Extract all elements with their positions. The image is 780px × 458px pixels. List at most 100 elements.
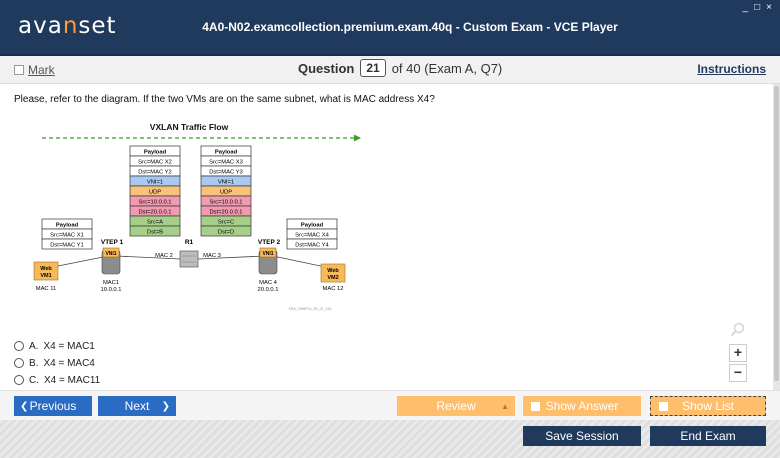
review-label: Review xyxy=(436,399,476,413)
stack2-row: Dst=MAC Y3 xyxy=(209,170,243,176)
vtep2-icon: VNI1 xyxy=(258,247,278,275)
previous-button[interactable]: ❮ Previous xyxy=(14,396,92,416)
question-number-input[interactable]: 21 xyxy=(360,59,386,77)
left-frame: Payload Src=MAC X1 Dst=MAC Y1 xyxy=(41,218,93,250)
stack2-row: Payload xyxy=(215,150,238,156)
stack2-row: Src=C xyxy=(218,220,234,226)
right-frame-row: Payload xyxy=(301,223,324,229)
link-line xyxy=(115,255,181,260)
radio-icon[interactable] xyxy=(14,341,24,351)
packet-stack-2: Payload Src=MAC X3 Dst=MAC Y3 VNI=1 UDP … xyxy=(200,145,252,237)
vtep2-label: VTEP 2 xyxy=(258,239,281,246)
answer-letter: C. xyxy=(29,374,39,386)
answer-text: X4 = MAC1 xyxy=(43,340,95,352)
vm2-label-a: Web xyxy=(327,268,339,274)
caret-up-icon: ▲ xyxy=(501,401,509,411)
stack2-row: UDP xyxy=(220,190,232,196)
left-frame-row: Src=MAC X1 xyxy=(50,233,84,239)
mac4-label: MAC 4 xyxy=(259,280,277,286)
stack1-row: Dst=20.0.0.1 xyxy=(138,210,171,216)
mac11-label: MAC 11 xyxy=(36,286,57,292)
stack2-row: Src=10.0.0.1 xyxy=(209,200,242,206)
scrollbar-thumb[interactable] xyxy=(774,86,779,381)
vm1-label-b: VM1 xyxy=(40,273,51,279)
answer-text: X4 = MAC4 xyxy=(43,357,95,369)
right-frame: Payload Src=MAC X4 Dst=MAC Y4 xyxy=(286,218,338,250)
link-line xyxy=(57,255,109,267)
show-answer-button[interactable]: Show Answer xyxy=(523,396,641,416)
answer-letter: A. xyxy=(29,340,39,352)
end-exam-button[interactable]: End Exam xyxy=(650,426,766,446)
stack1-row: Dst=MAC Y2 xyxy=(138,170,172,176)
left-frame-row: Dst=MAC Y1 xyxy=(50,243,84,249)
web-vm1-icon: Web VM1 xyxy=(33,261,59,281)
show-list-label: Show List xyxy=(681,399,735,413)
next-label: Next xyxy=(124,399,150,413)
stack1-row: Src=10.0.0.1 xyxy=(138,200,171,206)
magnifier-icon xyxy=(730,322,745,337)
avanset-logo: avanset xyxy=(18,13,117,39)
mac12-label: MAC 12 xyxy=(323,286,344,292)
answer-letter: B. xyxy=(29,357,39,369)
diagram-footnote: SRA_VNMP10_B3_01_016 xyxy=(288,307,331,311)
stack1-row: VNI=1 xyxy=(147,180,163,186)
minimize-icon[interactable]: _ xyxy=(742,2,749,13)
close-icon[interactable]: × xyxy=(766,2,772,13)
question-content: Please, refer to the diagram. If the two… xyxy=(0,84,773,390)
mac3-label: MAC 3 xyxy=(203,253,221,259)
stack2-row: Src=MAC X3 xyxy=(209,160,243,166)
stack1-row: Dst=B xyxy=(147,230,163,236)
vxlan-diagram: VXLAN Traffic Flow Payload Src=MAC X2 Ds… xyxy=(33,122,361,311)
vm1-label-a: Web xyxy=(40,266,52,272)
chevron-left-icon: ❮ xyxy=(20,400,29,412)
vni1-label-right: VNI1 xyxy=(262,251,273,257)
answer-option-b[interactable]: B. X4 = MAC4 xyxy=(14,355,100,371)
answer-list: A. X4 = MAC1 B. X4 = MAC4 C. X4 = MAC11 xyxy=(14,338,100,389)
vm2-label-b: VM2 xyxy=(327,275,338,281)
mark-checkbox[interactable]: Mark xyxy=(14,63,55,77)
save-session-button[interactable]: Save Session xyxy=(523,426,641,446)
stack2-row: VNI=1 xyxy=(218,180,234,186)
vtep1-label: VTEP 1 xyxy=(101,239,124,246)
ip2-label: 20.0.0.1 xyxy=(258,287,279,293)
bottom-bar: Save Session End Exam xyxy=(0,420,780,458)
answer-text: X4 = MAC11 xyxy=(44,374,101,386)
show-answer-label: Show Answer xyxy=(545,399,619,413)
right-frame-row: Src=MAC X4 xyxy=(295,233,329,239)
zoom-in-button[interactable]: + xyxy=(729,344,747,362)
navigation-bar: ❮ Previous Next ❯ Review ▲ Show Answer S… xyxy=(0,390,780,420)
vtep1-icon: VNI1 xyxy=(101,247,121,275)
zoom-out-button[interactable]: − xyxy=(729,364,747,382)
maximize-icon[interactable]: □ xyxy=(754,2,761,13)
checkbox-icon[interactable] xyxy=(14,65,24,75)
link-line xyxy=(272,255,331,269)
left-frame-row: Payload xyxy=(56,223,79,229)
radio-icon[interactable] xyxy=(14,358,24,368)
router-icon xyxy=(179,250,199,268)
next-button[interactable]: Next ❯ xyxy=(98,396,176,416)
vni1-label-left: VNI1 xyxy=(105,251,116,257)
question-header: Mark Question 21 of 40 (Exam A, Q7) Inst… xyxy=(0,56,780,84)
answer-option-a[interactable]: A. X4 = MAC1 xyxy=(14,338,100,354)
question-suffix: of 40 (Exam A, Q7) xyxy=(391,60,503,76)
show-list-button[interactable]: Show List xyxy=(650,396,766,416)
window-title: 4A0-N02.examcollection.premium.exam.40q … xyxy=(202,20,618,34)
instructions-link[interactable]: Instructions xyxy=(697,62,766,76)
stack1-row: Src=A xyxy=(147,220,163,226)
checkbox-icon xyxy=(531,401,540,411)
previous-label: Previous xyxy=(29,399,77,413)
web-vm2-icon: Web VM2 xyxy=(320,263,346,283)
right-frame-row: Dst=MAC Y4 xyxy=(295,243,329,249)
answer-option-c[interactable]: C. X4 = MAC11 xyxy=(14,372,100,388)
window-controls: _ □ × xyxy=(743,2,772,13)
title-bar: avanset 4A0-N02.examcollection.premium.e… xyxy=(0,0,780,56)
stack2-row: Dst=20.0.0.1 xyxy=(209,210,242,216)
link-line xyxy=(197,255,266,260)
checkbox-icon xyxy=(659,401,668,411)
arrow-head-icon xyxy=(354,134,361,142)
radio-icon[interactable] xyxy=(14,375,24,385)
mac1-label: MAC1 xyxy=(103,280,119,286)
review-button[interactable]: Review ▲ xyxy=(397,396,515,416)
mark-label: Mark xyxy=(28,63,55,77)
stack2-row: Dst=D xyxy=(218,230,234,236)
